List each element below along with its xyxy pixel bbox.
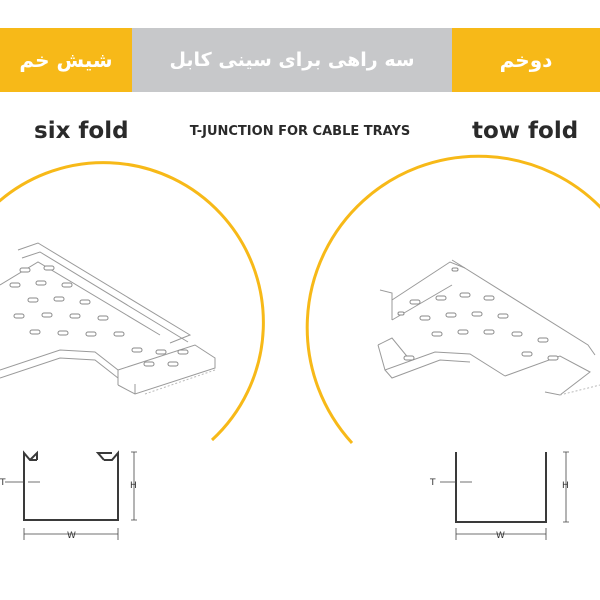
two-fold-slots bbox=[397, 267, 559, 361]
two-fold-cross-section bbox=[455, 452, 547, 523]
six-fold-slots bbox=[9, 265, 189, 367]
banner-title: سه راهی برای سینی کابل bbox=[132, 28, 452, 92]
banner-title-fa: سه راهی برای سینی کابل bbox=[169, 49, 415, 71]
six-fold-h-label: H bbox=[130, 481, 137, 491]
six-fold-dimension-lines bbox=[5, 451, 137, 540]
banner-left-label: شیش خم bbox=[0, 28, 132, 92]
two-fold-dimension-lines bbox=[440, 451, 569, 540]
six-fold-cross-section bbox=[23, 450, 119, 521]
two-fold-fa-label: دوخم bbox=[499, 48, 553, 72]
right-yellow-arc bbox=[305, 154, 600, 445]
banner-right-label: دوخم bbox=[452, 28, 600, 92]
two-fold-t-label: T bbox=[429, 478, 436, 488]
six-fold-label: six fold bbox=[34, 118, 129, 144]
two-fold-tray-drawing bbox=[377, 259, 600, 396]
six-fold-w-label: W bbox=[67, 531, 76, 541]
six-fold-t-label: T bbox=[0, 478, 6, 488]
left-yellow-arc bbox=[0, 161, 265, 442]
six-fold-fa-label: شیش خم bbox=[19, 48, 113, 72]
two-fold-label: tow fold bbox=[472, 118, 579, 144]
six-fold-tray-drawing bbox=[0, 242, 216, 395]
product-title: T-JUNCTION FOR CABLE TRAYS bbox=[189, 124, 411, 139]
two-fold-h-label: H bbox=[562, 481, 569, 491]
header-banner: شیش خم سه راهی برای سینی کابل دوخم bbox=[0, 28, 600, 92]
two-fold-w-label: W bbox=[496, 531, 505, 541]
